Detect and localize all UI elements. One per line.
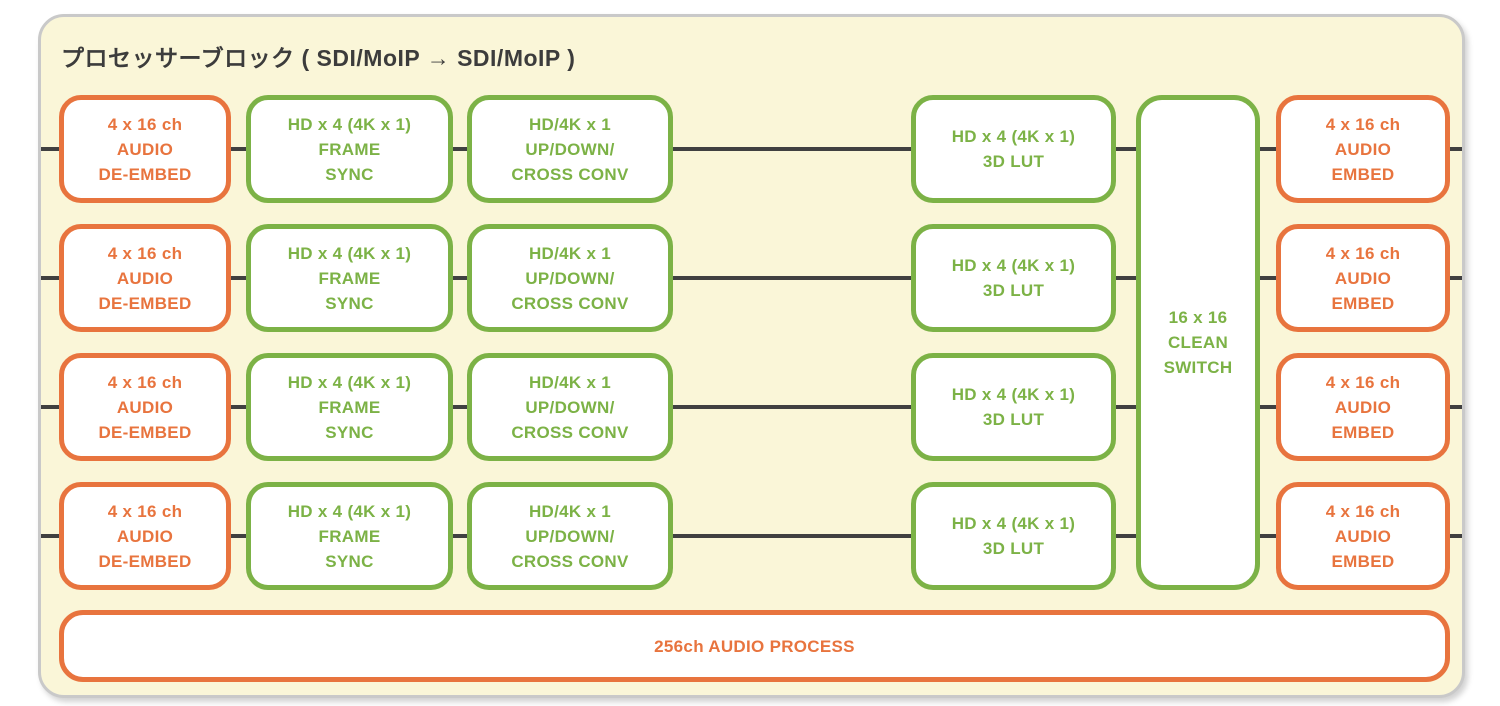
frame-sync-block-row-3: HD x 4 (4K x 1) FRAME SYNC bbox=[246, 353, 453, 461]
3d-lut-block-row-1: HD x 4 (4K x 1) 3D LUT bbox=[911, 95, 1116, 203]
3d-lut-block-row-3: HD x 4 (4K x 1) 3D LUT bbox=[911, 353, 1116, 461]
block-label: 3D LUT bbox=[982, 281, 1045, 300]
block-label: SYNC bbox=[325, 422, 374, 442]
block-label: UP/DOWN/ bbox=[525, 397, 615, 417]
block-label: AUDIO bbox=[1334, 526, 1392, 546]
block-label: 16 x 16 bbox=[1168, 308, 1228, 327]
block-label: HD/4K x 1 bbox=[528, 501, 612, 521]
block-label: CROSS CONV bbox=[511, 422, 629, 442]
block-label: AUDIO bbox=[116, 397, 174, 417]
block-label: 4 x 16 ch bbox=[107, 501, 183, 521]
block-label: SWITCH bbox=[1163, 358, 1233, 377]
block-label: 4 x 16 ch bbox=[107, 114, 183, 134]
block-label: DE-EMBED bbox=[98, 164, 192, 184]
signal-line-row-1 bbox=[41, 147, 1462, 151]
audio-de-embed-block-row-4: 4 x 16 ch AUDIO DE-EMBED bbox=[59, 482, 231, 590]
block-label: 4 x 16 ch bbox=[1325, 114, 1401, 134]
block-label: AUDIO bbox=[1334, 139, 1392, 159]
block-label: FRAME bbox=[318, 526, 381, 546]
block-label: 3D LUT bbox=[982, 539, 1045, 558]
signal-line-row-4 bbox=[41, 534, 1462, 538]
block-label: AUDIO bbox=[1334, 268, 1392, 288]
signal-line-row-2 bbox=[41, 276, 1462, 280]
block-label: SYNC bbox=[325, 293, 374, 313]
block-label: HD x 4 (4K x 1) bbox=[951, 514, 1076, 533]
block-label: HD x 4 (4K x 1) bbox=[287, 501, 412, 521]
block-label: EMBED bbox=[1331, 422, 1395, 442]
block-label: HD/4K x 1 bbox=[528, 114, 612, 134]
up-down-cross-conv-block-row-3: HD/4K x 1 UP/DOWN/ CROSS CONV bbox=[467, 353, 673, 461]
block-label: AUDIO bbox=[116, 139, 174, 159]
block-label: 3D LUT bbox=[982, 152, 1045, 171]
up-down-cross-conv-block-row-4: HD/4K x 1 UP/DOWN/ CROSS CONV bbox=[467, 482, 673, 590]
audio-process-block: 256ch AUDIO PROCESS bbox=[59, 610, 1450, 682]
block-label: CROSS CONV bbox=[511, 293, 629, 313]
block-label: 3D LUT bbox=[982, 410, 1045, 429]
block-label: EMBED bbox=[1331, 551, 1395, 571]
block-label: SYNC bbox=[325, 551, 374, 571]
frame-sync-block-row-2: HD x 4 (4K x 1) FRAME SYNC bbox=[246, 224, 453, 332]
diagram-title: プロセッサーブロック ( SDI/MoIP → SDI/MoIP ) bbox=[61, 45, 576, 71]
processor-block-panel: プロセッサーブロック ( SDI/MoIP → SDI/MoIP ) 4 x 1… bbox=[38, 14, 1465, 698]
block-label: 4 x 16 ch bbox=[107, 372, 183, 392]
audio-de-embed-block-row-1: 4 x 16 ch AUDIO DE-EMBED bbox=[59, 95, 231, 203]
up-down-cross-conv-block-row-2: HD/4K x 1 UP/DOWN/ CROSS CONV bbox=[467, 224, 673, 332]
clean-switch-block: 16 x 16 CLEAN SWITCH bbox=[1136, 95, 1260, 590]
block-label: UP/DOWN/ bbox=[525, 139, 615, 159]
audio-embed-block-row-1: 4 x 16 ch AUDIO EMBED bbox=[1276, 95, 1450, 203]
block-label: UP/DOWN/ bbox=[525, 268, 615, 288]
3d-lut-block-row-4: HD x 4 (4K x 1) 3D LUT bbox=[911, 482, 1116, 590]
audio-embed-block-row-3: 4 x 16 ch AUDIO EMBED bbox=[1276, 353, 1450, 461]
block-label: HD x 4 (4K x 1) bbox=[951, 127, 1076, 146]
block-label: DE-EMBED bbox=[98, 551, 192, 571]
block-label: EMBED bbox=[1331, 293, 1395, 313]
3d-lut-block-row-2: HD x 4 (4K x 1) 3D LUT bbox=[911, 224, 1116, 332]
block-label: FRAME bbox=[318, 268, 381, 288]
block-label: HD/4K x 1 bbox=[528, 372, 612, 392]
audio-de-embed-block-row-2: 4 x 16 ch AUDIO DE-EMBED bbox=[59, 224, 231, 332]
block-label: AUDIO bbox=[116, 268, 174, 288]
block-label: HD x 4 (4K x 1) bbox=[287, 243, 412, 263]
block-label: SYNC bbox=[325, 164, 374, 184]
block-label: HD x 4 (4K x 1) bbox=[287, 372, 412, 392]
block-label: CROSS CONV bbox=[511, 164, 629, 184]
block-label: HD x 4 (4K x 1) bbox=[951, 385, 1076, 404]
block-label: HD/4K x 1 bbox=[528, 243, 612, 263]
block-label: HD x 4 (4K x 1) bbox=[287, 114, 412, 134]
block-label: DE-EMBED bbox=[98, 422, 192, 442]
block-label: 4 x 16 ch bbox=[1325, 372, 1401, 392]
block-label: 256ch AUDIO PROCESS bbox=[654, 636, 855, 656]
block-label: EMBED bbox=[1331, 164, 1395, 184]
signal-line-row-3 bbox=[41, 405, 1462, 409]
frame-sync-block-row-4: HD x 4 (4K x 1) FRAME SYNC bbox=[246, 482, 453, 590]
audio-de-embed-block-row-3: 4 x 16 ch AUDIO DE-EMBED bbox=[59, 353, 231, 461]
block-label: FRAME bbox=[318, 397, 381, 417]
block-label: HD x 4 (4K x 1) bbox=[951, 256, 1076, 275]
audio-embed-block-row-2: 4 x 16 ch AUDIO EMBED bbox=[1276, 224, 1450, 332]
block-label: AUDIO bbox=[116, 526, 174, 546]
block-label: AUDIO bbox=[1334, 397, 1392, 417]
audio-embed-block-row-4: 4 x 16 ch AUDIO EMBED bbox=[1276, 482, 1450, 590]
block-label: FRAME bbox=[318, 139, 381, 159]
frame-sync-block-row-1: HD x 4 (4K x 1) FRAME SYNC bbox=[246, 95, 453, 203]
block-label: 4 x 16 ch bbox=[1325, 501, 1401, 521]
block-label: CROSS CONV bbox=[511, 551, 629, 571]
block-label: CLEAN bbox=[1167, 333, 1229, 352]
block-label: 4 x 16 ch bbox=[1325, 243, 1401, 263]
up-down-cross-conv-block-row-1: HD/4K x 1 UP/DOWN/ CROSS CONV bbox=[467, 95, 673, 203]
block-label: 4 x 16 ch bbox=[107, 243, 183, 263]
block-label: DE-EMBED bbox=[98, 293, 192, 313]
block-label: UP/DOWN/ bbox=[525, 526, 615, 546]
